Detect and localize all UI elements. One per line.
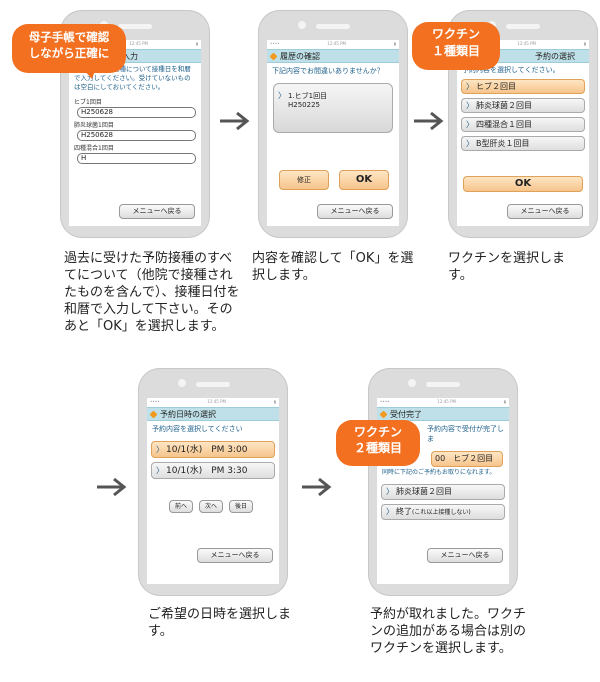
vaccine-option[interactable]: 〉肺炎球菌２回目 xyxy=(381,484,505,500)
chevron-right-icon: 〉 xyxy=(278,91,286,100)
back-to-menu-button[interactable]: メニューへ戻る xyxy=(427,548,503,563)
page-title: 履歴の確認 xyxy=(280,51,320,61)
time-slot[interactable]: 〉10/1(水) PM 3:30 xyxy=(151,462,275,479)
vaccine-option[interactable]: 〉四種混合１回目 xyxy=(461,117,585,132)
speaker xyxy=(118,24,152,29)
phone-2: ••••12:45 PM▮ 履歴の確認 下記内容でお間違いありませんか？ 〉1.… xyxy=(258,10,408,238)
page-title: 予約の選択 xyxy=(535,51,575,61)
caption-step-4: ご希望の日時を選択します。 xyxy=(148,607,292,639)
callout-bubble: 母子手帳で確認しながら正確に xyxy=(12,24,126,79)
back-to-menu-button[interactable]: メニューへ戻る xyxy=(317,204,393,219)
phone-3: ••••12:45 PM▮ 予約の選択 予約内容を選択してください。 〉ヒブ２回… xyxy=(448,10,598,238)
prev-button[interactable]: 前へ xyxy=(169,500,193,513)
chevron-right-icon: 〉 xyxy=(386,507,394,516)
time-slot[interactable]: 〉10/1(水) PM 3:00 xyxy=(151,441,275,458)
fix-button[interactable]: 修正 xyxy=(279,170,329,190)
chevron-right-icon: 〉 xyxy=(466,101,474,110)
vaccine-option[interactable]: 〉ヒブ２回目 xyxy=(461,79,585,94)
next-button[interactable]: 次へ xyxy=(199,500,223,513)
back-to-menu-button[interactable]: メニューへ戻る xyxy=(507,204,583,219)
summary-box: 〉1.ヒブ1回目 H250225 xyxy=(273,83,393,133)
date-input[interactable]: H250628 xyxy=(77,107,196,118)
instruction-text: 過去に受けた接種について接種日を和暦で入力してください。受けていないものは空白に… xyxy=(74,65,191,91)
reserved-item: 00 ヒブ２回目 xyxy=(431,451,503,467)
page-title: 予約日時の選択 xyxy=(160,409,216,419)
date-input[interactable]: H250628 xyxy=(77,130,196,141)
arrow-right-icon xyxy=(414,111,444,131)
arrow-right-icon xyxy=(220,111,250,131)
confirm-message: 下記内容でお間違いありませんか？ xyxy=(272,67,384,75)
status-time: 12:45 PM xyxy=(129,41,148,46)
back-to-menu-button[interactable]: メニューへ戻る xyxy=(119,204,195,219)
ok-button[interactable]: OK xyxy=(463,176,583,192)
date-input[interactable]: H xyxy=(77,153,196,164)
additional-note: 同時に下記のご予約もお取りになれます。 xyxy=(382,469,496,476)
phone-4: ••••12:45 PM▮ 予約日時の選択 予約内容を選択してください 〉10/… xyxy=(138,368,288,596)
arrow-right-icon xyxy=(302,477,332,497)
later-button[interactable]: 後日 xyxy=(229,500,253,513)
arrow-right-icon xyxy=(97,477,127,497)
cube-icon xyxy=(149,410,158,418)
back-to-menu-button[interactable]: メニューへ戻る xyxy=(197,548,273,563)
screen-reception-complete: ••••12:45 PM▮ 受付完了 予約内容で受付が完了しま 00 ヒブ２回目… xyxy=(377,398,509,584)
chevron-right-icon: 〉 xyxy=(466,139,474,148)
page-title: 受付完了 xyxy=(390,409,422,419)
chevron-right-icon: 〉 xyxy=(466,82,474,91)
instruction-text: 予約内容を選択してください xyxy=(152,425,243,433)
vaccine-option[interactable]: 〉肺炎球菌２回目 xyxy=(461,98,585,113)
phone-5: ••••12:45 PM▮ 受付完了 予約内容で受付が完了しま 00 ヒブ２回目… xyxy=(368,368,518,596)
caption-step-3: ワクチンを選択します。 xyxy=(448,251,566,283)
chevron-right-icon: 〉 xyxy=(466,120,474,129)
chevron-right-icon: 〉 xyxy=(386,487,394,496)
field-label: 四種混合1回目 xyxy=(74,145,114,152)
complete-message: 予約内容で受付が完了しま xyxy=(427,425,504,443)
field-label: 肺炎球菌1回目 xyxy=(74,122,114,129)
chevron-right-icon: 〉 xyxy=(156,445,164,454)
vaccine-option[interactable]: 〉B型肝炎１回目 xyxy=(461,136,585,151)
caption-step-2: 内容を確認して「OK」を選択します。 xyxy=(252,251,414,283)
caption-step-5: 予約が取れました。ワクチンの追加がある場合は別のワクチンを選択します。 xyxy=(370,607,527,656)
screen-history-confirm: ••••12:45 PM▮ 履歴の確認 下記内容でお間違いありませんか？ 〉1.… xyxy=(267,40,399,226)
cube-icon xyxy=(269,52,278,60)
ok-button[interactable]: OK xyxy=(339,170,389,190)
instruction-text: 予約内容を選択してください。 xyxy=(462,66,560,74)
cube-icon xyxy=(379,410,388,418)
chevron-right-icon: 〉 xyxy=(156,466,164,475)
field-label: ヒブ1回目 xyxy=(74,99,102,106)
caption-step-1: 過去に受けた予防接種のすべてについて（他院で接種されたものを含んで）、接種日付を… xyxy=(64,251,240,334)
end-option[interactable]: 〉終了(これ以上接種しない) xyxy=(381,504,505,520)
screen-datetime-select: ••••12:45 PM▮ 予約日時の選択 予約内容を選択してください 〉10/… xyxy=(147,398,279,584)
